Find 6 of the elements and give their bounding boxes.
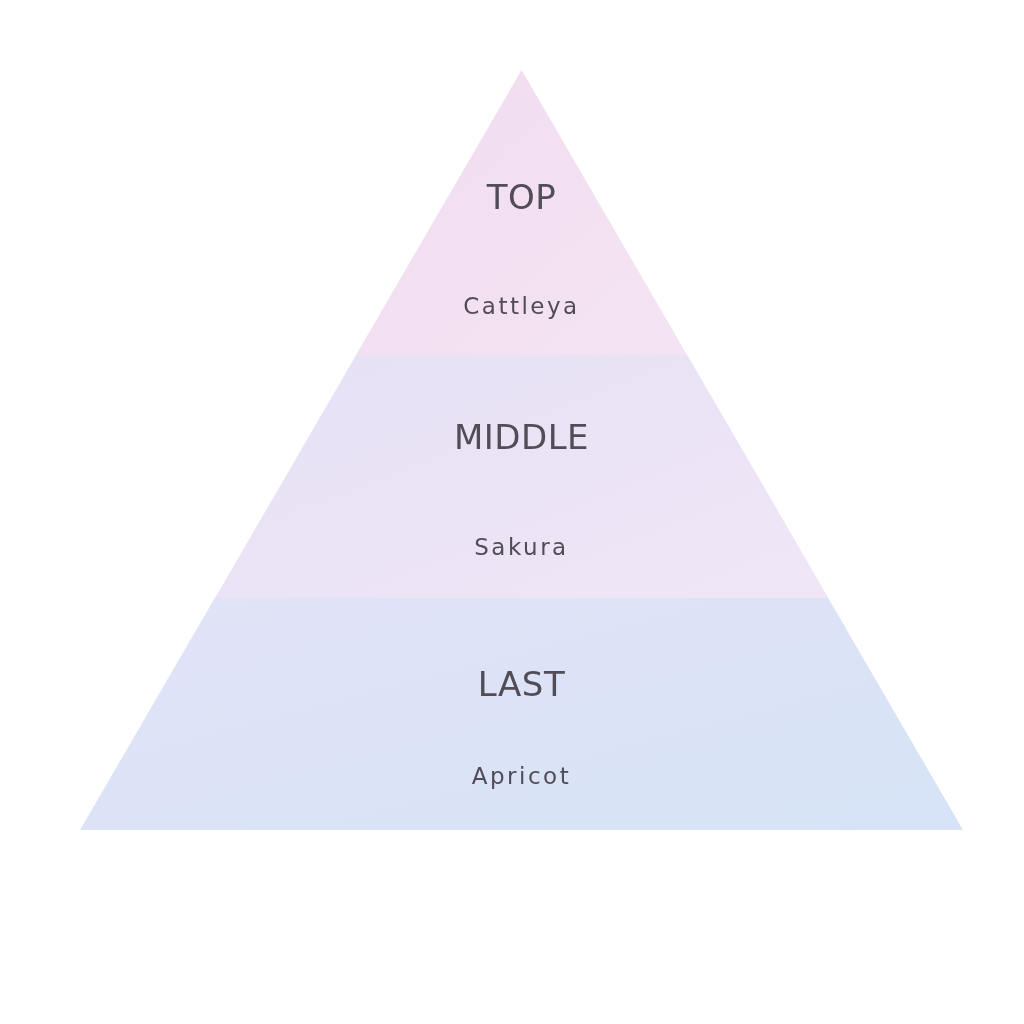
tier-heading: LAST [477, 666, 566, 704]
tier-label: Sakura [474, 535, 569, 561]
tier-heading: MIDDLE [453, 419, 590, 457]
tier-label: Apricot [471, 764, 572, 790]
tier-label: Cattleya [463, 294, 580, 320]
tier-heading: TOP [486, 179, 557, 217]
